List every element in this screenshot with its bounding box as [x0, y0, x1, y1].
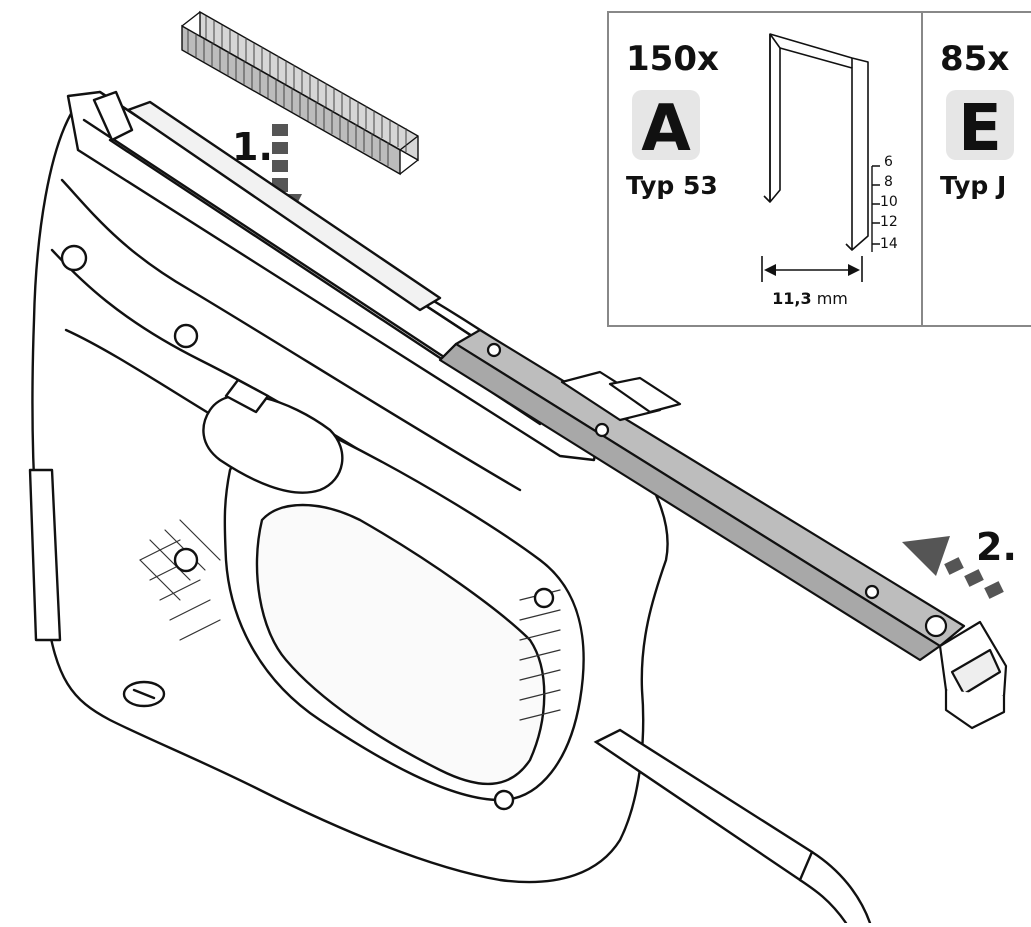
staple-type-a: 150x A Typ 53	[626, 39, 719, 200]
type-e-quantity: 85x	[940, 39, 1009, 79]
staple-length-scale	[871, 165, 880, 252]
staple-width-unit: mm	[817, 289, 848, 308]
type-a-letter: A	[641, 92, 691, 166]
power-cable	[593, 728, 872, 925]
type-a-badge	[632, 90, 700, 160]
staple-strip-hatching	[187, 16, 407, 166]
staple-strip	[181, 10, 419, 176]
step-2-label: 2.	[976, 525, 1017, 569]
length-12: 12	[880, 214, 898, 230]
length-10: 10	[880, 194, 898, 210]
staple-type-e: 85x E Typ J	[940, 39, 1014, 200]
staple-width-dimension	[761, 256, 863, 282]
staple-gun-body	[28, 90, 669, 884]
staple-width-value: 11,3	[772, 289, 811, 308]
length-14: 14	[880, 236, 898, 252]
panel-frame	[607, 11, 1031, 327]
length-6: 6	[884, 154, 893, 170]
type-e-letter: E	[958, 92, 1002, 166]
staple-type-panel: 150x A Typ 53 6 8 10 12 14	[607, 11, 1031, 327]
magazine-pusher-rail	[438, 328, 1008, 730]
staple-width-text: 11,3 mm	[772, 289, 848, 308]
insert-arrow-left	[902, 536, 1004, 599]
staple-length-labels: 6 8 10 12 14	[880, 154, 898, 252]
type-a-quantity: 150x	[626, 39, 719, 79]
staple-drawing	[763, 33, 869, 251]
length-8: 8	[884, 174, 893, 190]
type-e-badge	[946, 90, 1014, 160]
type-a-type: Typ 53	[626, 171, 718, 200]
type-e-type: Typ J	[940, 171, 1006, 200]
